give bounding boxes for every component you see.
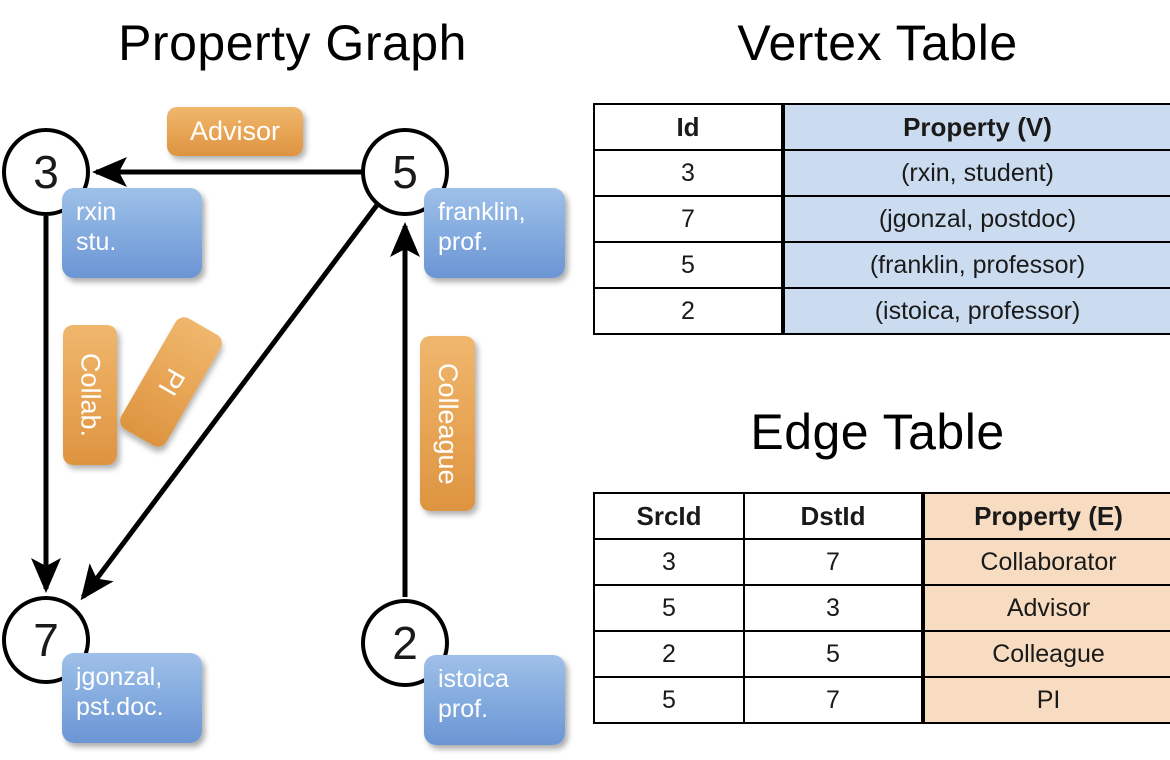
graph-vertex-5[interactable]: 5 — [361, 128, 449, 216]
edge-label-colleague-text: Colleague — [433, 362, 463, 485]
vertex-table-cell-id: 3 — [593, 149, 784, 197]
edge-table-header-dstid: DstId — [743, 492, 924, 540]
table-row: 5 3 Advisor — [593, 584, 1170, 632]
property-graph-diagram: 3 5 7 2 rxin stu. franklin, prof. jgonza… — [2, 107, 565, 745]
vertex-table-cell-id: 2 — [593, 287, 784, 335]
table-row: 3 7 Collaborator — [593, 538, 1170, 586]
edge-table-cell-dstid: 7 — [743, 538, 924, 586]
graph-vertex-2[interactable]: 2 — [361, 599, 449, 687]
edge-label-collab-text: Collab. — [75, 352, 106, 438]
graph-vertex-2-id: 2 — [392, 617, 418, 669]
vertex-table-cell-id: 5 — [593, 241, 784, 289]
graph-vertex-3-id: 3 — [33, 146, 59, 198]
vertex-table: Id Property (V) 3 (rxin, student) 7 (jgo… — [593, 103, 1170, 335]
edge-table-cell-srcid: 5 — [593, 584, 745, 632]
vertex-table-cell-property: (rxin, student) — [781, 149, 1170, 197]
edge-table-cell-property: Collaborator — [921, 538, 1170, 586]
table-row: 2 5 Colleague — [593, 630, 1170, 678]
edge-table-cell-dstid: 5 — [743, 630, 924, 678]
vertex-property-callout-franklin-line1: franklin, — [438, 198, 526, 226]
graph-vertex-7-id: 7 — [33, 614, 59, 666]
vertex-property-callout-rxin-line2: stu. — [76, 227, 117, 256]
vertex-table-header-id: Id — [593, 103, 784, 151]
edge-table-cell-property: Colleague — [921, 630, 1170, 678]
vertex-property-callout-jgonzal-line1: jgonzal, — [76, 663, 163, 691]
vertex-property-callout-istoica-line1: istoica — [438, 665, 509, 693]
table-row: 5 7 PI — [593, 676, 1170, 724]
table-row: 3 (rxin, student) — [593, 149, 1170, 197]
vertex-property-callout-istoica-line2: prof. — [438, 694, 489, 723]
edge-table: SrcId DstId Property (E) 3 7 Collaborato… — [593, 492, 1170, 724]
edge-table-cell-srcid: 3 — [593, 538, 745, 586]
graph-edges-layer — [31, 157, 420, 601]
edge-table-header-property: Property (E) — [921, 492, 1170, 540]
vertex-table-header-property: Property (V) — [781, 103, 1170, 151]
edge-table-cell-dstid: 7 — [743, 676, 924, 724]
vertex-property-callout-franklin: franklin, prof. — [424, 188, 565, 278]
edge-table-cell-dstid: 3 — [743, 584, 924, 632]
edge-table-cell-srcid: 5 — [593, 676, 745, 724]
edge-label-advisor-text: Advisor — [189, 116, 281, 146]
edge-table-cell-srcid: 2 — [593, 630, 745, 678]
edge-label-pi-text: PI — [152, 363, 191, 401]
vertex-property-callout-rxin-line1: rxin — [76, 198, 117, 226]
graph-vertex-5-id: 5 — [392, 146, 418, 198]
vertex-table-cell-id: 7 — [593, 195, 784, 243]
edge-table-cell-property: PI — [921, 676, 1170, 724]
table-row: 2 (istoica, professor) — [593, 287, 1170, 335]
page-title-property-graph: Property Graph — [118, 15, 467, 71]
vertex-table-header-row: Id Property (V) — [593, 103, 1170, 151]
vertex-property-callout-jgonzal: jgonzal, pst.doc. — [62, 653, 202, 743]
edge-label-collab: Collab. — [63, 325, 117, 465]
section-title-edge-table: Edge Table — [750, 404, 1005, 460]
vertex-table-cell-property: (franklin, professor) — [781, 241, 1170, 289]
vertex-table-cell-property: (jgonzal, postdoc) — [781, 195, 1170, 243]
edge-label-advisor: Advisor — [167, 107, 303, 156]
vertex-table-cell-property: (istoica, professor) — [781, 287, 1170, 335]
edge-table-cell-property: Advisor — [921, 584, 1170, 632]
edge-table-header-srcid: SrcId — [593, 492, 745, 540]
edge-label-colleague: Colleague — [420, 336, 475, 511]
table-row: 7 (jgonzal, postdoc) — [593, 195, 1170, 243]
vertex-property-callout-franklin-line2: prof. — [438, 227, 489, 256]
vertex-property-callout-jgonzal-line2: pst.doc. — [76, 692, 164, 721]
edge-table-header-row: SrcId DstId Property (E) — [593, 492, 1170, 540]
vertex-property-callout-rxin: rxin stu. — [62, 188, 202, 278]
section-title-vertex-table: Vertex Table — [737, 15, 1018, 71]
table-row: 5 (franklin, professor) — [593, 241, 1170, 289]
vertex-property-callout-istoica: istoica prof. — [424, 655, 565, 745]
graph-edge-pi-5-to-7 — [80, 203, 379, 601]
